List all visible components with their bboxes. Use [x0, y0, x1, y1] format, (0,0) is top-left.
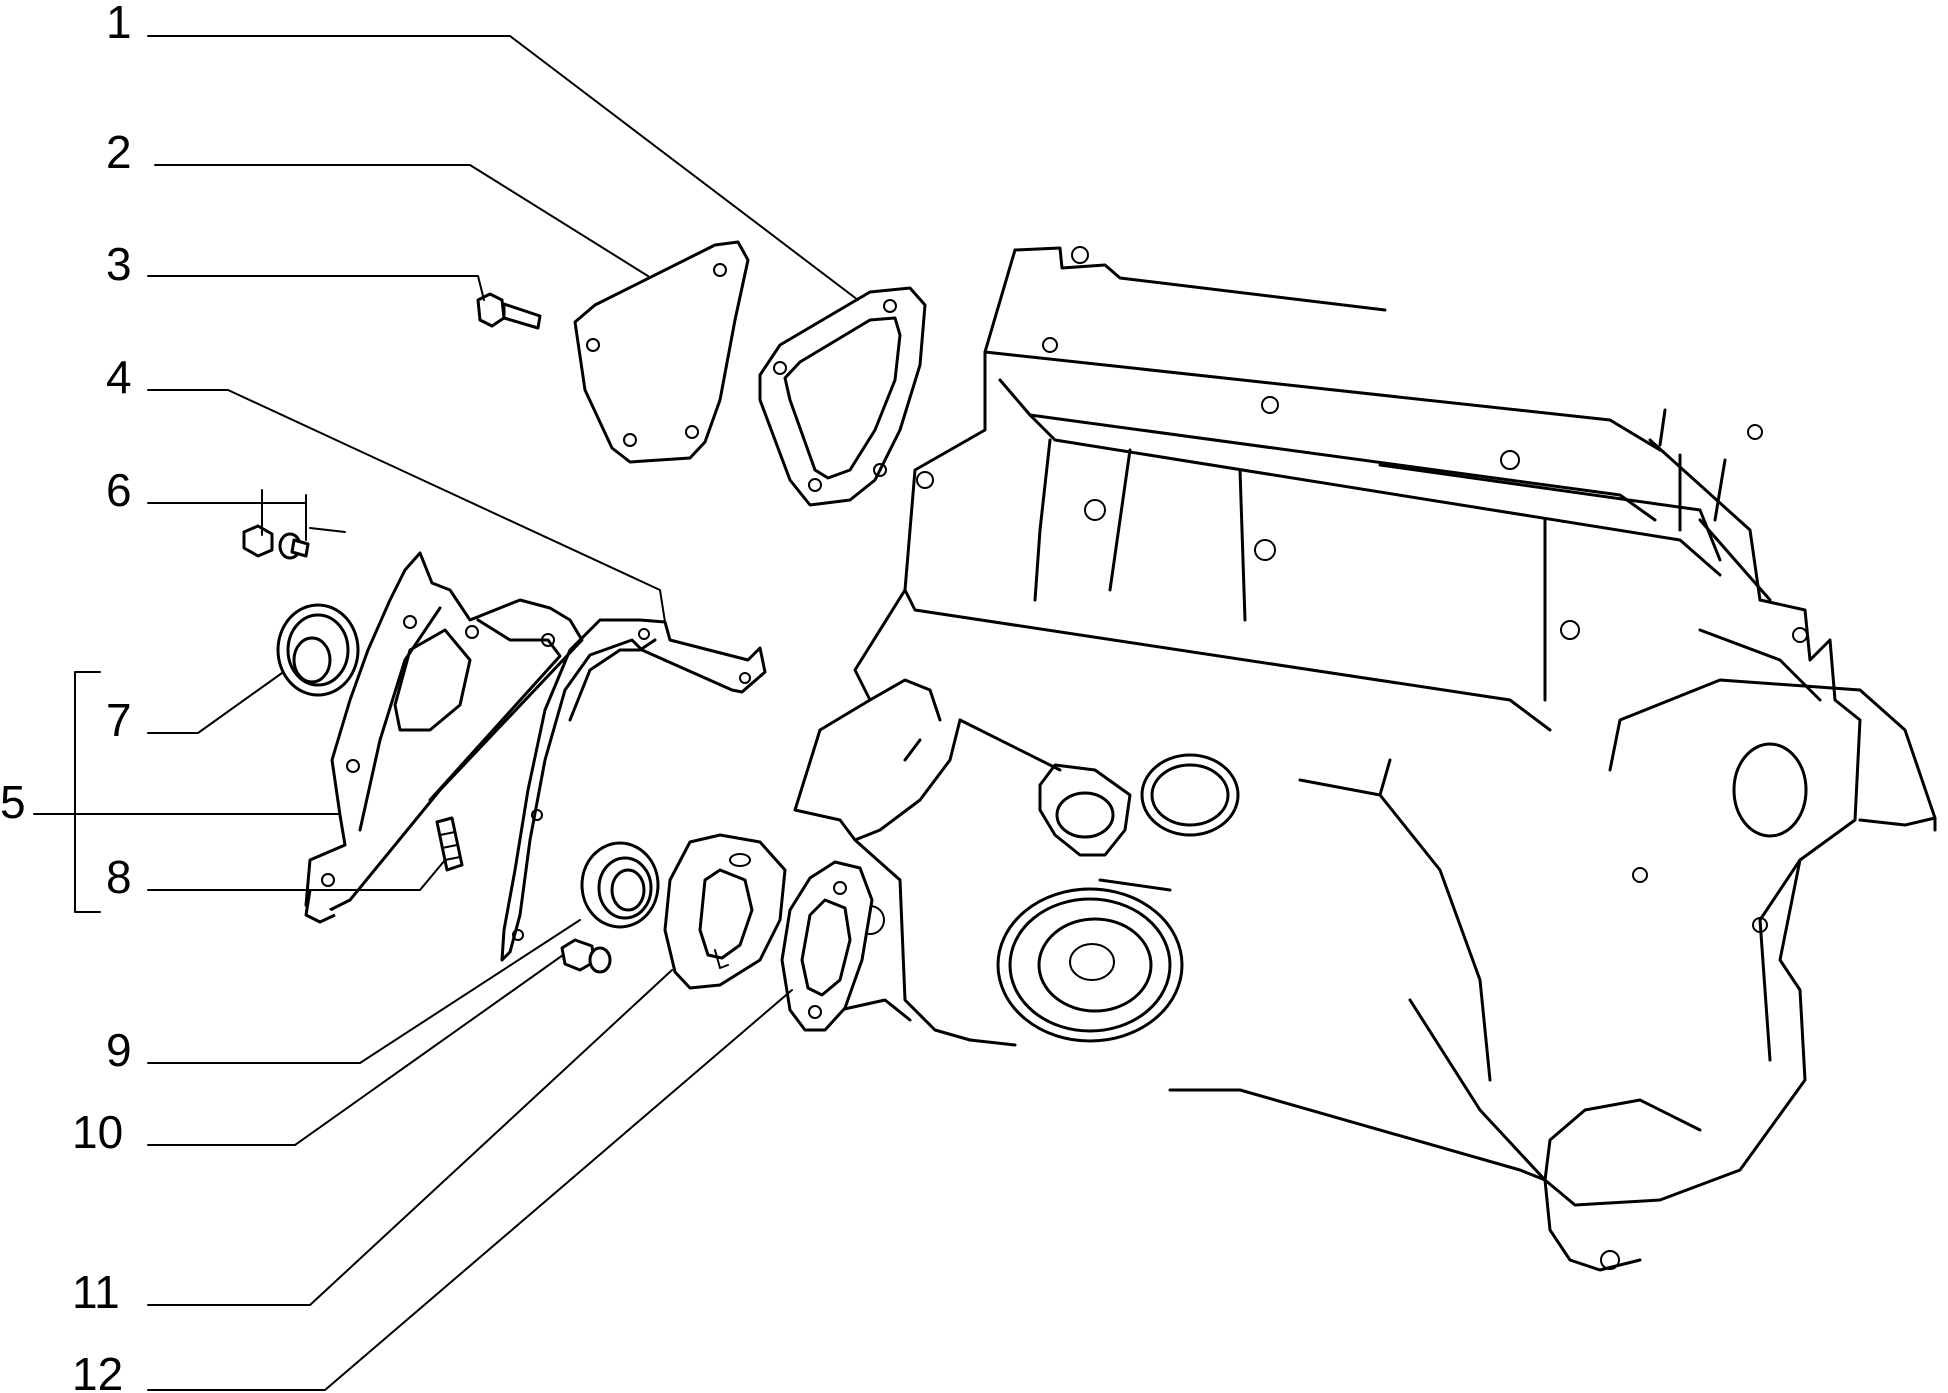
- part-7-oil-seal: [276, 603, 360, 697]
- callout-7: 7: [106, 694, 132, 746]
- leader-1: [147, 35, 859, 301]
- part-9-nut: [560, 938, 612, 974]
- callout-1: 1: [106, 0, 132, 48]
- callout-5: 5: [0, 776, 26, 828]
- callout-12: 12: [72, 1348, 123, 1393]
- leader-7: [147, 672, 283, 734]
- leader-2: [154, 164, 649, 277]
- leader-9: [147, 919, 581, 1064]
- part-3-bolt: [476, 292, 542, 330]
- leader-10: [147, 954, 564, 1146]
- part-12-gasket: [780, 860, 874, 1032]
- part-10-oil-seal: [580, 841, 660, 929]
- leader-8: [147, 859, 446, 891]
- part-5-front-cover: [304, 551, 584, 924]
- engine-block: [793, 246, 1937, 1272]
- part-2-cover-plate: [573, 240, 750, 464]
- leader-6-arrow: [309, 527, 346, 533]
- callout-8: 8: [106, 851, 132, 903]
- callout-6: 6: [106, 464, 132, 516]
- part-11-flange: [663, 833, 787, 990]
- leader-4: [147, 389, 666, 623]
- leader-lines: [33, 35, 859, 1391]
- callout-numbers: 1 2 3 4 5 6 7 8 9 10 11 12: [0, 0, 132, 1393]
- callout-2: 2: [106, 126, 132, 178]
- part-1-gasket: [758, 286, 927, 507]
- callout-4: 4: [106, 351, 132, 403]
- callout-9: 9: [106, 1024, 132, 1076]
- callout-3: 3: [106, 238, 132, 290]
- bracket-5: [74, 671, 101, 913]
- leader-11: [147, 969, 673, 1306]
- part-6-bolt: [242, 524, 310, 560]
- leader-3: [147, 275, 485, 301]
- part-8-stud: [435, 816, 464, 872]
- part-4-cover-gasket: [500, 618, 767, 962]
- callout-10: 10: [72, 1106, 123, 1158]
- callout-11: 11: [72, 1266, 120, 1318]
- leader-12: [147, 989, 793, 1391]
